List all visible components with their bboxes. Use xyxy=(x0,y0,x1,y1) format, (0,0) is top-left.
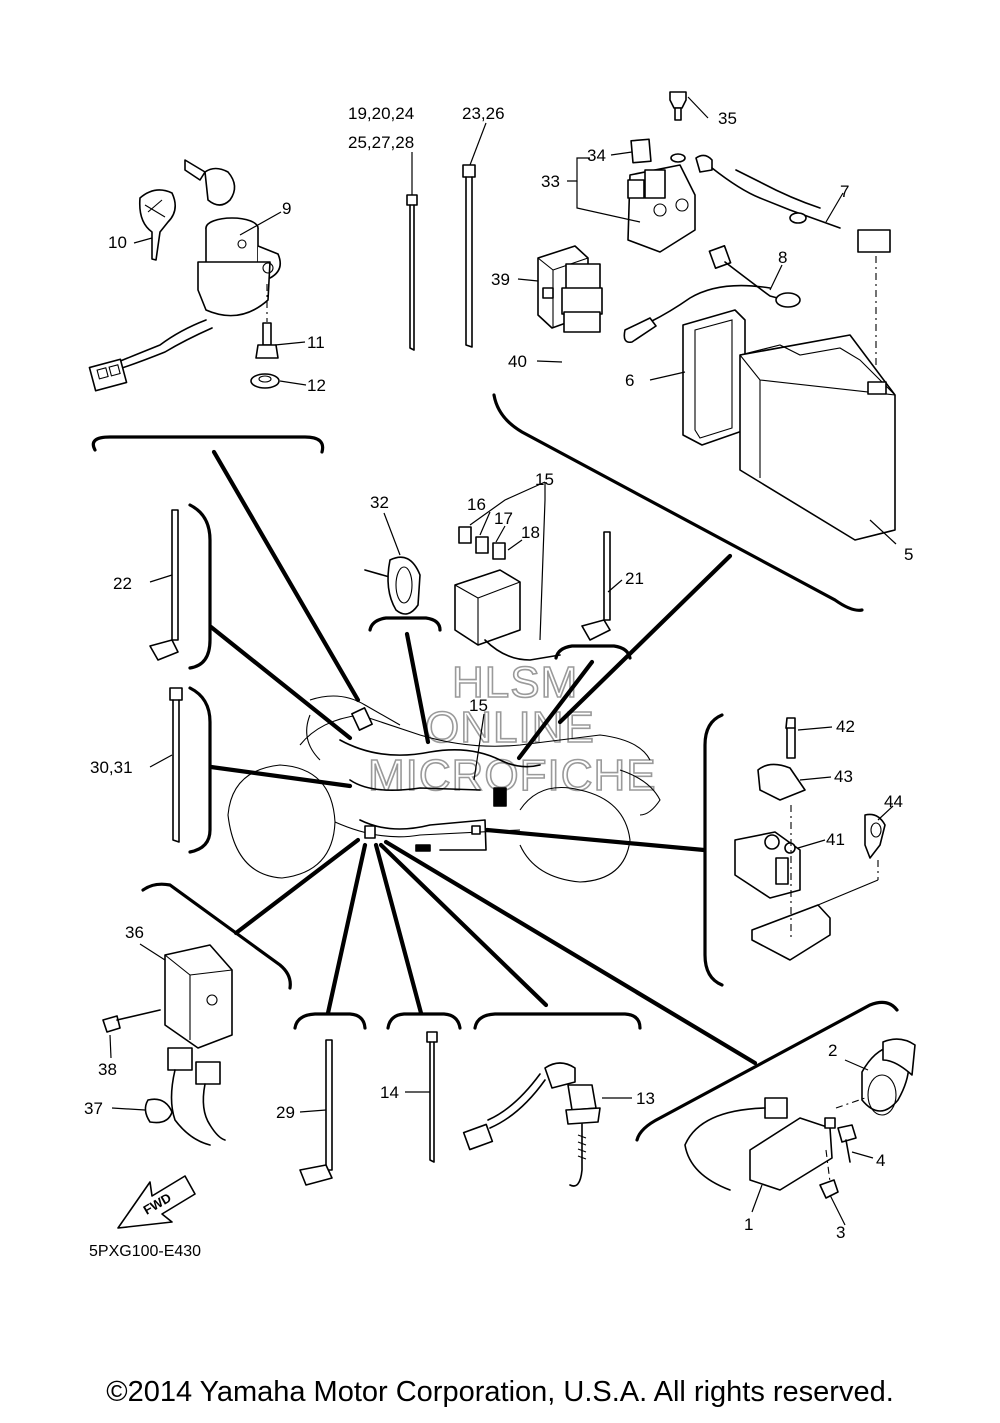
forward-arrow-icon: FWD xyxy=(117,1175,196,1229)
callout-42: 42 xyxy=(836,717,855,736)
throttle-switch-group xyxy=(684,1038,916,1199)
callout-6: 6 xyxy=(625,371,634,390)
fuse-box-group xyxy=(454,481,561,661)
callout-30-31: 30,31 xyxy=(90,758,133,777)
neutral-switch-13 xyxy=(462,1062,601,1187)
callout-15-center: 15 xyxy=(469,696,488,715)
callout-18: 18 xyxy=(521,523,540,542)
callout-33: 33 xyxy=(541,172,560,191)
starter-relay-group xyxy=(623,91,891,390)
main-switch-group xyxy=(88,159,281,392)
cdi-group xyxy=(102,944,233,1146)
callout-40: 40 xyxy=(508,352,527,371)
clip-32 xyxy=(364,556,421,615)
callout-5: 5 xyxy=(904,545,913,564)
callout-15-top: 15 xyxy=(535,470,554,489)
callout-43: 43 xyxy=(834,767,853,786)
callout-13: 13 xyxy=(636,1089,655,1108)
harness-leader-lines xyxy=(208,449,758,1066)
callout-41: 41 xyxy=(826,830,845,849)
cable-tie-14 xyxy=(426,1031,438,1163)
battery-group xyxy=(682,309,896,541)
callout-44: 44 xyxy=(884,792,903,811)
callout-2: 2 xyxy=(828,1041,837,1060)
cable-ties-sides xyxy=(149,509,611,843)
callout-34: 34 xyxy=(587,146,606,165)
watermark: HLSM ONLINE MICROFICHE xyxy=(367,657,657,801)
key-icon xyxy=(138,189,176,261)
callout-38: 38 xyxy=(98,1060,117,1079)
callout-leaders xyxy=(109,96,897,1226)
callout-29: 29 xyxy=(276,1103,295,1122)
callout-17: 17 xyxy=(494,509,513,528)
cable-tie-29 xyxy=(299,1039,333,1186)
callout-1: 1 xyxy=(744,1215,753,1234)
callout-16: 16 xyxy=(467,495,486,514)
callout-21: 21 xyxy=(625,569,644,588)
callout-37: 37 xyxy=(84,1099,103,1118)
diagram-code: 5PXG100-E430 xyxy=(89,1243,201,1260)
callout-35: 35 xyxy=(718,109,737,128)
sensor-group xyxy=(734,717,886,961)
relays-39-40 xyxy=(537,245,603,333)
atv-outline xyxy=(227,695,661,883)
copyright-notice: ©2014 Yamaha Motor Corporation, U.S.A. A… xyxy=(106,1376,894,1408)
callout-labels: 10 9 11 12 19,20,24 25,27,28 23,26 35 34… xyxy=(84,104,913,1242)
cable-ties-top xyxy=(406,164,476,351)
callout-3: 3 xyxy=(836,1223,845,1242)
callout-12: 12 xyxy=(307,376,326,395)
callout-7: 7 xyxy=(840,182,849,201)
callout-32: 32 xyxy=(370,493,389,512)
callout-22: 22 xyxy=(113,574,132,593)
callout-4: 4 xyxy=(876,1151,885,1170)
callout-25-27-28: 25,27,28 xyxy=(348,133,414,152)
callout-10: 10 xyxy=(108,233,127,252)
callout-11: 11 xyxy=(307,333,325,352)
callout-23-26: 23,26 xyxy=(462,104,505,123)
callout-39: 39 xyxy=(491,270,510,289)
callout-14: 14 xyxy=(380,1083,399,1102)
watermark-line-3: MICROFICHE xyxy=(368,751,657,800)
callout-8: 8 xyxy=(778,248,787,267)
watermark-line-1: HLSM xyxy=(452,658,578,707)
watermark-line-2: ONLINE xyxy=(425,703,595,752)
callout-9: 9 xyxy=(282,199,291,218)
callout-19-20-24: 19,20,24 xyxy=(348,104,414,123)
callout-36: 36 xyxy=(125,923,144,942)
